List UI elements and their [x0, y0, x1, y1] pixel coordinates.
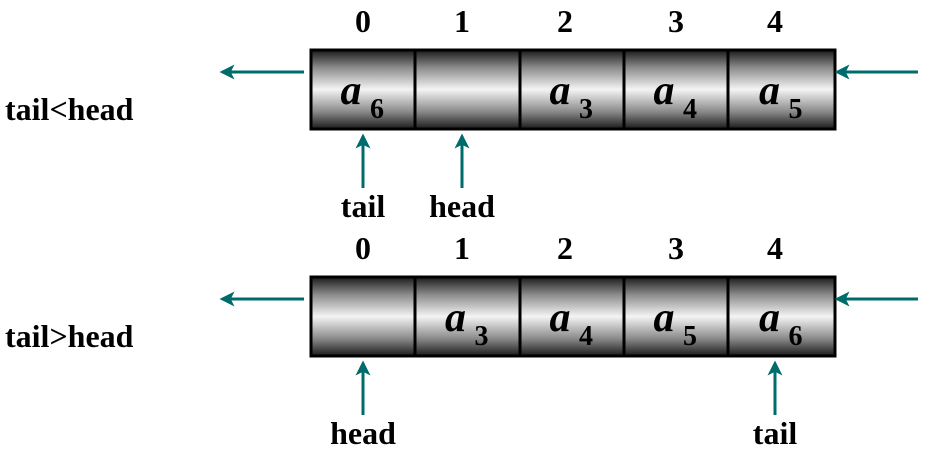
cell-element-letter: a — [654, 295, 675, 341]
index-label: 0 — [355, 3, 371, 39]
queue-cell — [309, 275, 417, 358]
cell-element-subscript: 4 — [579, 321, 593, 352]
head-pointer-label: head — [429, 188, 495, 224]
cell-element-letter: a — [759, 295, 780, 341]
queue-cell-box — [726, 275, 837, 358]
cell-element-letter: a — [550, 68, 571, 114]
index-label: 3 — [668, 230, 684, 266]
cell-element-subscript: 3 — [475, 321, 489, 352]
condition-label: tail<head — [5, 91, 134, 127]
queue-cell-box — [413, 275, 522, 358]
index-label: 2 — [557, 3, 573, 39]
cell-element-subscript: 6 — [370, 94, 384, 125]
cell-element-letter: a — [759, 68, 780, 114]
queue-cell-box — [309, 48, 417, 131]
queue-cell-box — [726, 48, 837, 131]
index-label: 1 — [454, 3, 470, 39]
queue-cell-box — [413, 48, 522, 131]
queue-cell-box — [622, 275, 730, 358]
cell-element-letter: a — [341, 68, 362, 114]
tail-pointer-label: tail — [753, 415, 798, 451]
index-label: 0 — [355, 230, 371, 266]
queue-cell-box — [622, 48, 730, 131]
tail-pointer-label: tail — [341, 188, 386, 224]
queue-cell-box — [518, 48, 626, 131]
cell-element-subscript: 6 — [789, 321, 803, 352]
queue-cell-box — [309, 275, 417, 358]
index-label: 1 — [454, 230, 470, 266]
cell-element-letter: a — [654, 68, 675, 114]
index-label: 4 — [767, 230, 783, 266]
cell-element-subscript: 5 — [683, 321, 697, 352]
cell-element-subscript: 4 — [683, 94, 697, 125]
cell-element-letter: a — [550, 295, 571, 341]
queue-cell — [413, 48, 522, 131]
head-pointer-label: head — [330, 415, 396, 451]
cell-element-subscript: 3 — [579, 94, 593, 125]
index-label: 2 — [557, 230, 573, 266]
index-label: 4 — [767, 3, 783, 39]
condition-label: tail>head — [5, 318, 134, 354]
cell-element-letter: a — [445, 295, 466, 341]
index-label: 3 — [668, 3, 684, 39]
queue-cell-box — [518, 275, 626, 358]
cell-element-subscript: 5 — [789, 94, 803, 125]
